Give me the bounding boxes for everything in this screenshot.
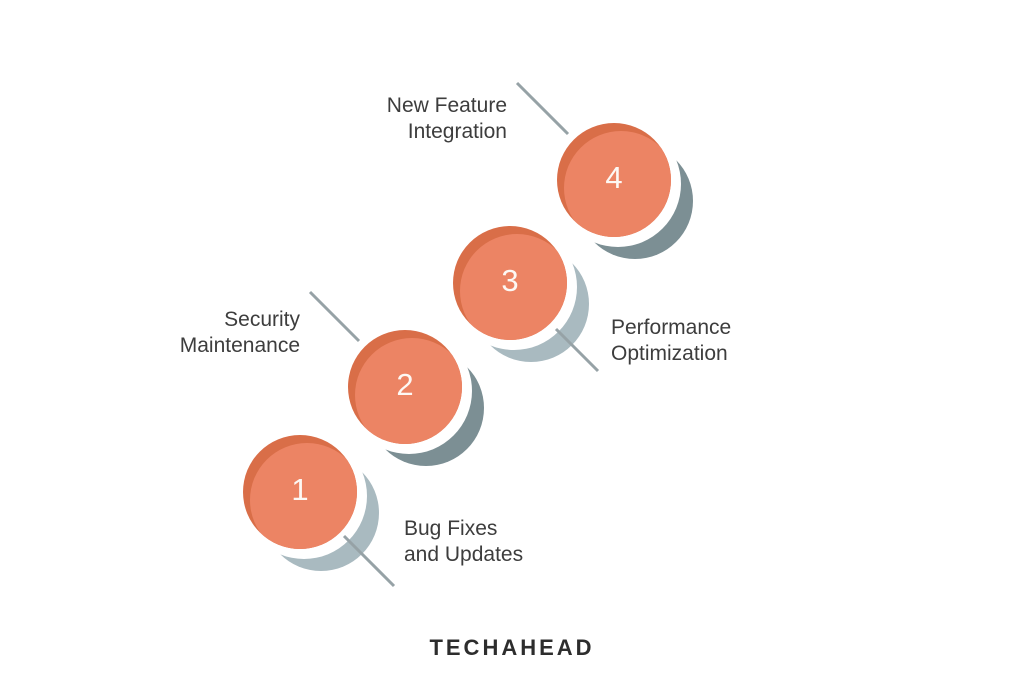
milestone-number-4: 4 <box>605 160 623 195</box>
milestone-number-2: 2 <box>396 367 414 402</box>
circle-inner-highlight <box>460 234 567 340</box>
label-performance-optimization: Performance Optimization <box>611 315 731 367</box>
circle-inner-highlight <box>355 338 462 444</box>
label-security-maintenance: Security Maintenance <box>180 307 300 359</box>
label-line: New Feature <box>386 94 507 117</box>
circle-inner-highlight <box>250 443 357 549</box>
milestone-circle-2: 2 <box>348 330 462 444</box>
milestone-circle-4: 4 <box>557 123 671 237</box>
milestone-3: 3 <box>451 224 589 362</box>
label-line: Performance <box>611 316 732 339</box>
techahead-logo: TECHAHEAD <box>429 635 595 660</box>
milestone-1: 1 <box>241 433 379 571</box>
milestone-circle-1: 1 <box>243 435 357 549</box>
milestone-4: 4 <box>555 121 693 259</box>
label-line: Security <box>224 308 300 331</box>
milestone-2: 2 <box>346 328 484 466</box>
milestone-circle-3: 3 <box>453 226 567 340</box>
label-new-feature-integration: New Feature Integration <box>387 93 507 145</box>
milestone-number-1: 1 <box>291 472 309 507</box>
circle-inner-highlight <box>564 131 671 237</box>
label-bug-fixes-updates: Bug Fixes and Updates <box>404 516 523 568</box>
label-line: and Updates <box>404 543 524 566</box>
label-line: Bug Fixes <box>404 517 498 540</box>
label-line: Integration <box>407 120 507 143</box>
label-line: Optimization <box>611 342 728 365</box>
label-line: Maintenance <box>179 334 300 357</box>
milestone-number-3: 3 <box>501 263 519 298</box>
